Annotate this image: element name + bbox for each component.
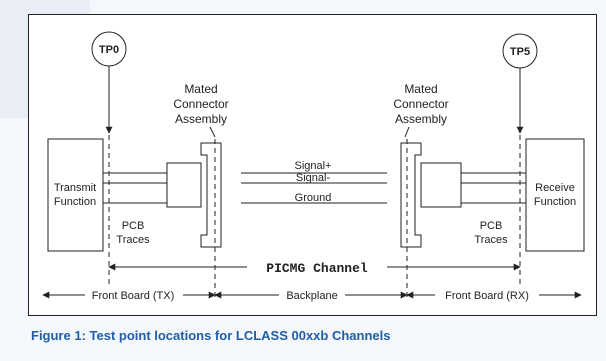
right-connector-assembly: [400, 142, 462, 248]
tp0-label: TP0: [99, 44, 119, 56]
channel-diagram: TP0 TP5 Mated Connector Assembly Mated C…: [42, 31, 585, 302]
left-pcb-label-line1: PCB: [122, 220, 145, 232]
front-board-rx-dimension: Front Board (RX): [406, 288, 582, 302]
tp5-marker: TP5: [502, 33, 538, 134]
ground-label: Ground: [295, 192, 332, 204]
front-board-tx-dimension: Front Board (TX): [42, 288, 216, 302]
test-point-dashed-lines: [108, 135, 521, 299]
transmit-label-line1: Transmit: [54, 182, 96, 194]
backplane-label: Backplane: [286, 290, 337, 302]
receive-label-line2: Function: [534, 196, 576, 208]
front-board-tx-label: Front Board (TX): [92, 290, 175, 302]
tp0-marker: TP0: [91, 31, 127, 134]
receive-label-line1: Receive: [535, 182, 575, 194]
left-pcb-label-line2: Traces: [116, 234, 150, 246]
picmg-channel-label: PICMG Channel: [266, 261, 368, 276]
left-connector-assembly: [166, 142, 222, 248]
right-connector-pointer: [404, 126, 410, 138]
right-pcb-traces: [461, 172, 526, 204]
left-connector-label-line3: Assembly: [175, 112, 227, 126]
right-pcb-label-line2: Traces: [474, 234, 508, 246]
right-connector-label-line2: Connector: [393, 97, 448, 111]
right-pcb-label-line1: PCB: [480, 220, 503, 232]
signal-minus-label: Signal-: [296, 172, 331, 184]
transmit-label-line2: Function: [54, 196, 96, 208]
left-connector-label-line1: Mated: [184, 82, 217, 96]
left-connector-pointer: [209, 126, 216, 138]
figure-caption: Figure 1: Test point locations for LCLAS…: [31, 328, 391, 343]
signal-plus-label: Signal+: [294, 160, 331, 172]
right-connector-label-line1: Mated: [404, 82, 437, 96]
backplane-traces: [241, 172, 387, 204]
picmg-channel-dimension: PICMG Channel: [108, 259, 521, 276]
right-connector-label-line3: Assembly: [395, 112, 447, 126]
left-connector-label-line2: Connector: [173, 97, 228, 111]
transmit-function-box: [47, 138, 104, 252]
tp5-label: TP5: [510, 46, 530, 58]
front-board-rx-label: Front Board (RX): [445, 290, 529, 302]
backplane-dimension: Backplane: [214, 288, 408, 302]
left-pcb-traces: [103, 172, 167, 204]
diagram-frame: TP0 TP5 Mated Connector Assembly Mated C…: [28, 14, 597, 316]
receive-function-box: [525, 138, 585, 252]
